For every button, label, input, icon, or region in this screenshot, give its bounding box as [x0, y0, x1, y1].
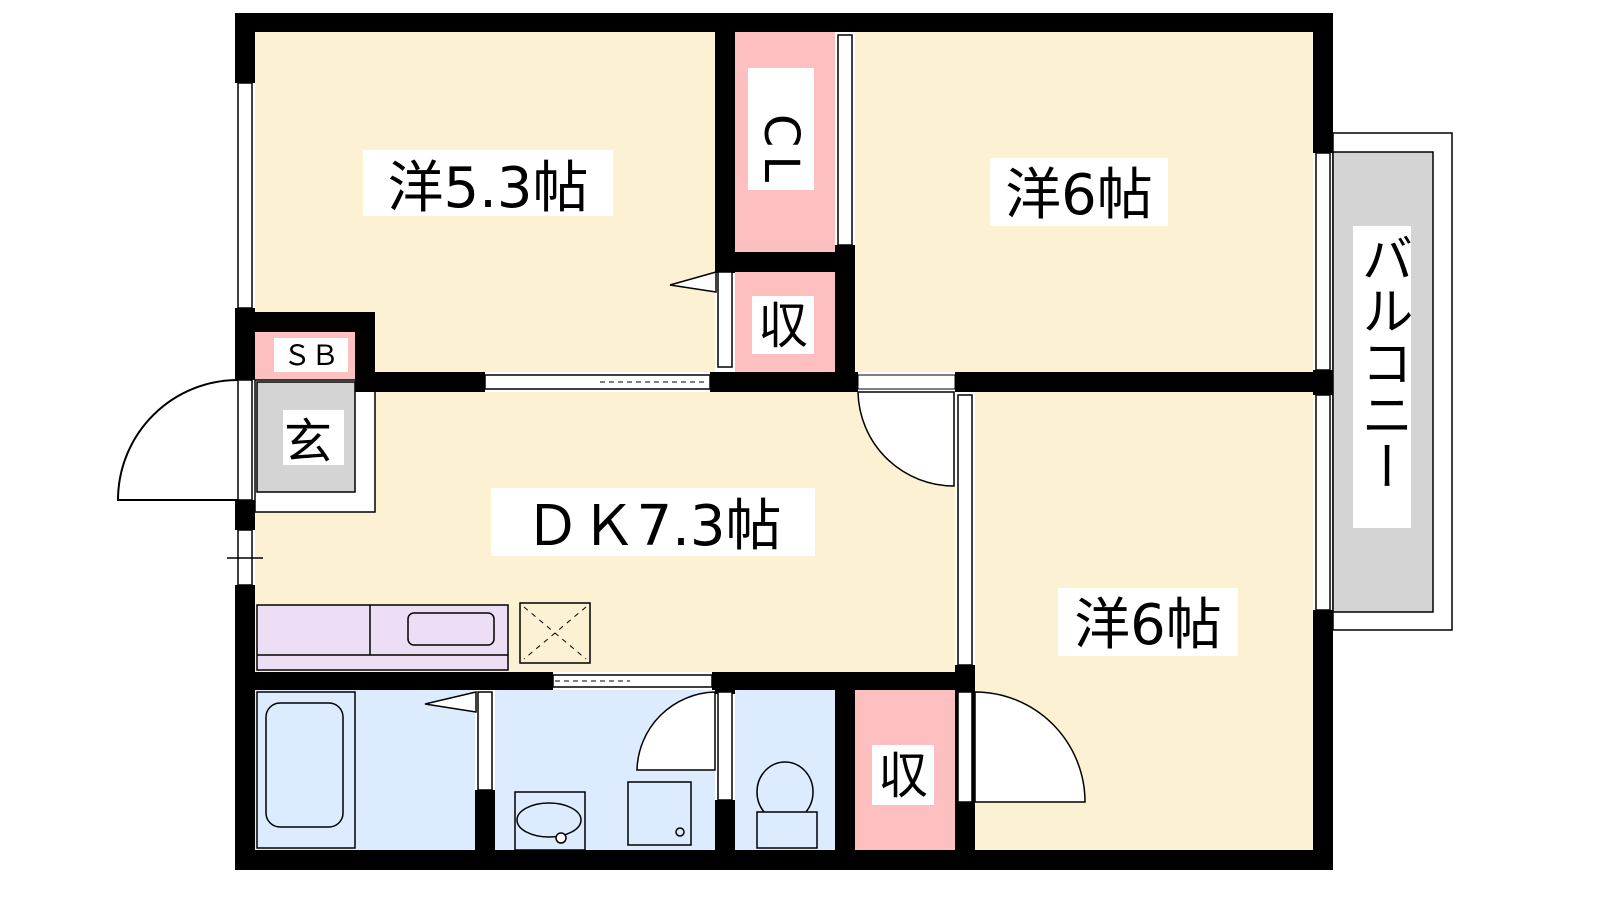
storage-label-2: 収: [878, 747, 928, 805]
room-label-western-2: 洋6帖: [1005, 163, 1153, 228]
sink-icon: [407, 612, 495, 646]
bathtub-icon: [256, 691, 356, 849]
washing-machine-space: [627, 781, 692, 846]
walls: [235, 13, 1333, 870]
shoe-box-label: ＳＢ: [283, 339, 339, 372]
toilet-icon: [756, 761, 818, 849]
kitchen-counter: [256, 604, 509, 671]
western-3-door-swing: [857, 391, 955, 487]
refrigerator-space: [519, 602, 591, 664]
entrance-door-swing: [116, 379, 239, 501]
room-label-dining-kitchen: ＤＫ7.3帖: [524, 494, 781, 559]
room-label-western-3: 洋6帖: [1074, 593, 1222, 658]
doors: [116, 271, 1086, 803]
closet-label: CL: [753, 114, 809, 190]
balcony: [1332, 132, 1453, 631]
balcony-label: バルコニー: [1352, 232, 1412, 492]
entrance-label: 玄: [284, 414, 332, 470]
room-label-western-1: 洋5.3帖: [387, 156, 588, 221]
storage-label-1: 収: [758, 297, 808, 355]
windows: [227, 34, 1331, 688]
